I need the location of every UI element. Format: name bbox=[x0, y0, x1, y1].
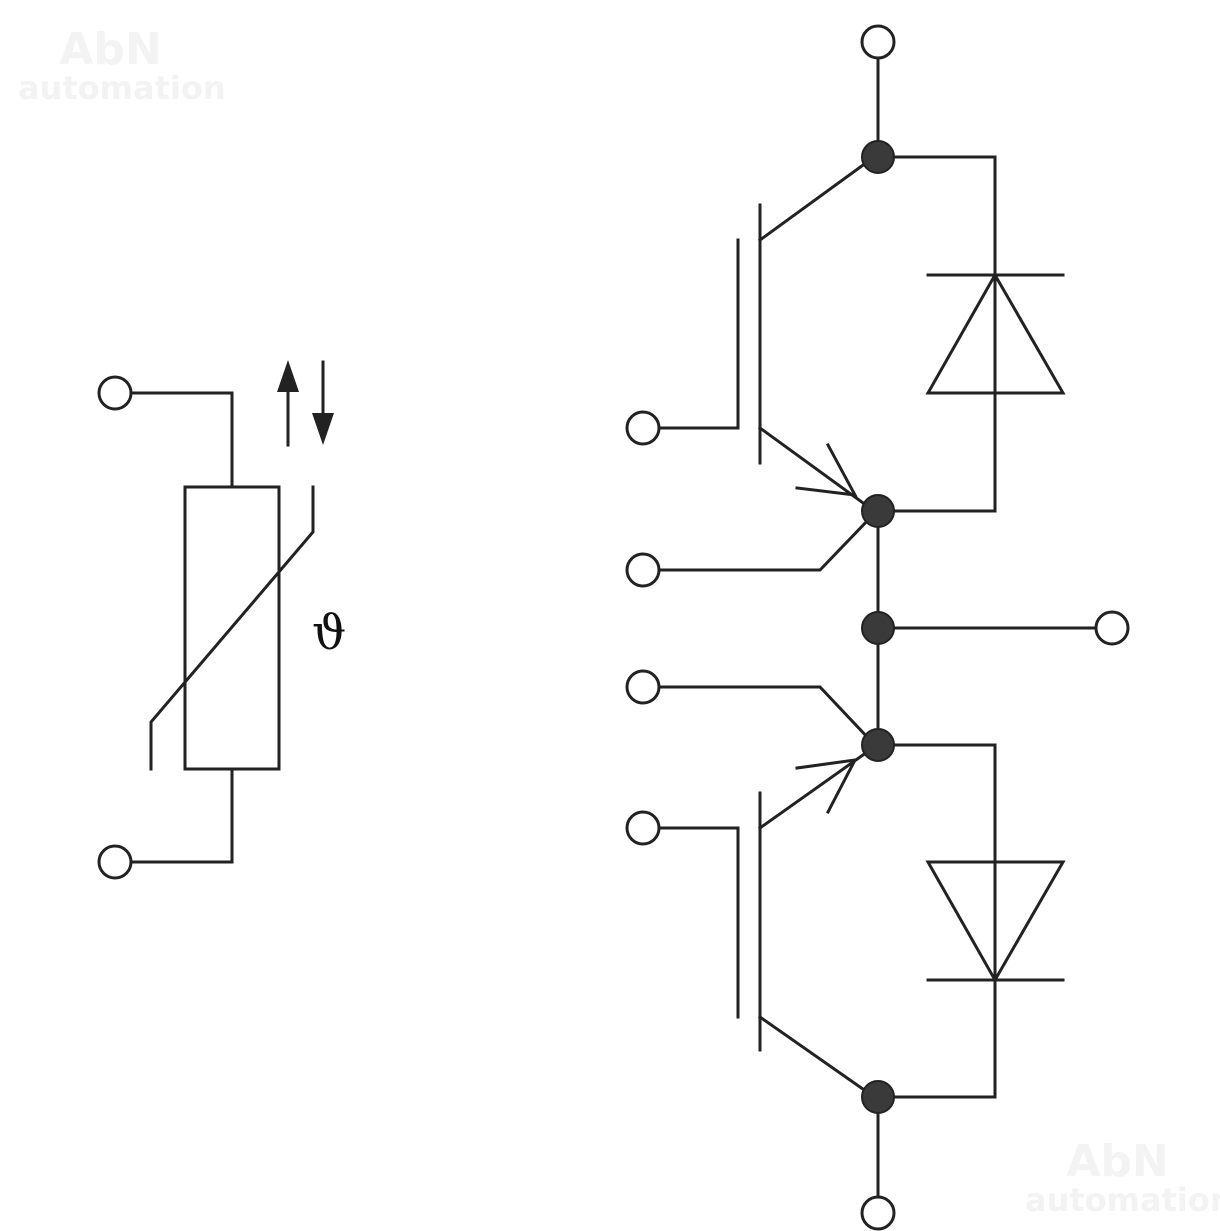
junction-node bbox=[861, 1080, 895, 1114]
terminal bbox=[97, 844, 133, 880]
watermark-top-left: AbN automation bbox=[18, 24, 226, 107]
watermark-brand: AbN bbox=[59, 24, 162, 75]
terminal bbox=[625, 552, 661, 588]
junction-node bbox=[861, 494, 895, 528]
terminal bbox=[860, 24, 896, 60]
watermark-brand: AbN bbox=[1066, 1136, 1169, 1187]
wire bbox=[876, 743, 997, 1099]
junction-node bbox=[861, 728, 895, 762]
upper-diode bbox=[925, 271, 1066, 395]
aux-emitter-wire bbox=[657, 515, 873, 572]
nonlinear-line bbox=[149, 485, 315, 771]
terminal bbox=[625, 410, 661, 446]
terminal bbox=[625, 810, 661, 846]
upper-igbt bbox=[657, 157, 873, 511]
aux-gate-wire bbox=[657, 685, 873, 743]
ntc-thermistor bbox=[97, 360, 334, 880]
wire bbox=[129, 767, 234, 864]
wire bbox=[876, 155, 997, 513]
lower-igbt bbox=[657, 747, 873, 1097]
temperature-symbol: ϑ bbox=[312, 605, 347, 661]
watermark-bottom-right: AbN automation bbox=[1025, 1136, 1220, 1219]
junction-node bbox=[861, 140, 895, 174]
terminal bbox=[625, 669, 661, 705]
terminal bbox=[1094, 610, 1130, 646]
terminal bbox=[860, 1195, 896, 1231]
watermark-sub: automation bbox=[1025, 1181, 1220, 1219]
wire bbox=[129, 391, 234, 489]
junction-node bbox=[861, 611, 895, 645]
lower-diode bbox=[925, 860, 1066, 984]
up-down-arrows-icon bbox=[277, 360, 334, 447]
watermark-sub: automation bbox=[18, 69, 226, 107]
igbt-half-bridge bbox=[625, 24, 1130, 1231]
terminal bbox=[97, 375, 133, 411]
